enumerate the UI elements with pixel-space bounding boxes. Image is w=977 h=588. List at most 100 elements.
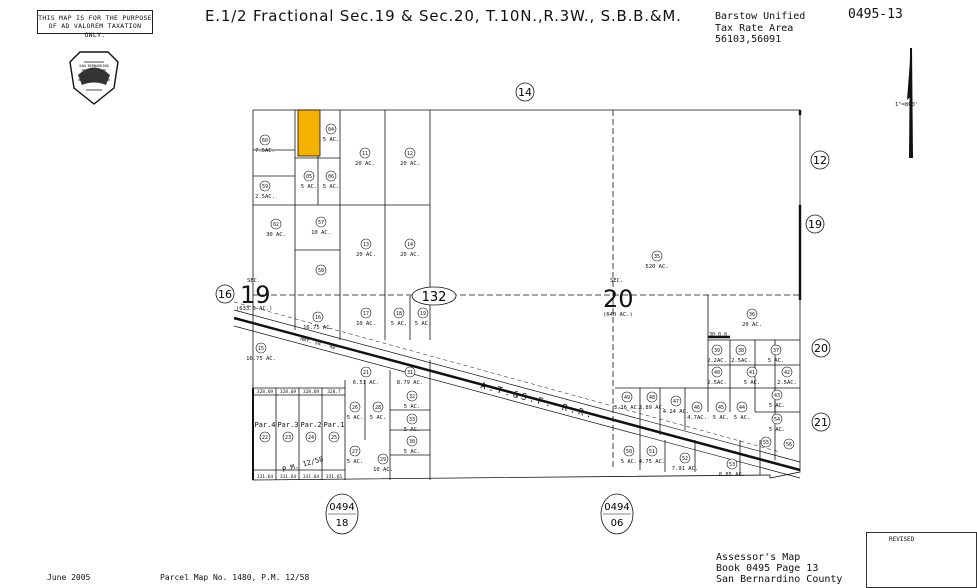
section-number: 19	[240, 281, 271, 309]
parcel-37[interactable]: 375 AC.	[768, 344, 785, 364]
parcel-60[interactable]: 607.5AC.	[255, 134, 275, 154]
parcel-47[interactable]: 474.24 AC.	[663, 395, 690, 415]
parcel-23[interactable]: 23	[282, 431, 294, 443]
parcel-number: 47	[673, 399, 679, 405]
parcel-55[interactable]: 55	[760, 436, 772, 448]
parcel-46[interactable]: 464.7AC.	[687, 401, 707, 421]
parcel-06[interactable]: 065 AC.	[323, 170, 340, 190]
parcel-acreage: 5 AC.	[404, 449, 421, 455]
parcel-30[interactable]: 305 AC.	[404, 435, 421, 455]
parcel-58[interactable]: 58	[315, 264, 327, 276]
parcel-acreage: 8.79 AC.	[397, 380, 424, 386]
parcel-21[interactable]: 216.51 AC.	[353, 366, 380, 386]
parcel-acreage: 5 AC.	[370, 415, 387, 421]
parcel-54[interactable]: 545 AC.	[769, 413, 786, 433]
parcel-acreage: 5 AC.	[323, 184, 340, 190]
parcel-acreage: 5 AC.	[347, 415, 364, 421]
section-boundaries	[252, 109, 802, 481]
parcel-number: 12	[407, 151, 413, 157]
parcel-32[interactable]: 325 AC.	[404, 390, 421, 410]
parcel-05[interactable]: 055 AC.	[301, 170, 318, 190]
adjacent-circle-label: 14	[518, 86, 532, 99]
parcel-acreage: 20 AC.	[742, 322, 762, 328]
parcel-number: 44	[739, 405, 745, 411]
parcel-number: 22	[262, 435, 268, 441]
parcel-39[interactable]: 392.2AC.	[707, 344, 727, 364]
adjacent-circle-label: 12	[813, 154, 827, 167]
adjacent-circle: 20	[811, 338, 831, 358]
railroad-right-of-way	[233, 301, 801, 479]
parcel-acreage: 30 AC.	[266, 232, 286, 238]
adjacent-circle: 14	[515, 82, 535, 102]
parcel-acreage: 7.91 AC.	[672, 466, 699, 472]
parcel-25[interactable]: 25	[328, 431, 340, 443]
parcel-number: 37	[773, 348, 779, 354]
parcel-acreage: 20 AC.	[400, 252, 420, 258]
parcel-22[interactable]: 22	[259, 431, 271, 443]
parcel-number: 46	[694, 405, 700, 411]
parcel-24[interactable]: 24	[305, 431, 317, 443]
parcel-26[interactable]: 265 AC.	[347, 401, 364, 421]
parcel-48[interactable]: 483.89 AC.	[639, 391, 666, 411]
parcel-59[interactable]: 592.5AC.	[255, 180, 275, 200]
parcel-41[interactable]: 415 AC.	[744, 366, 761, 386]
section-area: (640 AC.)	[603, 312, 633, 318]
parcel-number: 18	[396, 311, 402, 317]
highlighted-parcel[interactable]	[297, 109, 321, 157]
parcel-acreage: 5 AC.	[323, 137, 340, 143]
parcel-19[interactable]: 195 AC.	[415, 307, 432, 327]
parcel-31[interactable]: 318.79 AC.	[397, 366, 424, 386]
parcel-number: 54	[774, 417, 780, 423]
parcel-42[interactable]: 422.5AC.	[777, 366, 797, 386]
parcel-53[interactable]: 538.85 AC.	[719, 458, 746, 478]
parcel-acreage: 4.75 AC.	[639, 459, 666, 465]
parcel-27[interactable]: 275 AC.	[347, 445, 364, 465]
parcel-acreage: 5 AC.	[301, 184, 318, 190]
parcel-45[interactable]: 455 AC.	[713, 401, 730, 421]
parcel-acreage: 5 AC.	[734, 415, 751, 421]
parcel-44[interactable]: 44 5 AC.	[734, 401, 751, 421]
map-scale: 1"=800'	[895, 102, 918, 108]
parcel-number: 04	[328, 127, 334, 133]
parcel-number: 42	[784, 370, 790, 376]
parcel-40[interactable]: 402.5AC.	[707, 366, 727, 386]
parcel-acreage: 5 AC.	[621, 459, 638, 465]
parcel-number: 35	[654, 254, 660, 260]
parcel-04[interactable]: 04 5 AC.	[323, 123, 340, 143]
parcel-18[interactable]: 185 AC.	[391, 307, 408, 327]
parcel-38[interactable]: 382.5AC.	[731, 344, 751, 364]
parcel-50[interactable]: 505 AC.	[621, 445, 638, 465]
parcel-number: 48	[649, 395, 655, 401]
parcel-number: 56	[786, 442, 792, 448]
parcel-28[interactable]: 285 AC.	[370, 401, 387, 421]
parcel-number: 41	[749, 370, 755, 376]
parcel-51[interactable]: 514.75 AC.	[639, 445, 666, 465]
parcel-33[interactable]: 335 AC.	[404, 413, 421, 433]
parcel-52[interactable]: 52 7.91 AC.	[672, 452, 699, 472]
parcel-map-reference: Parcel Map No. 1480, P.M. 12/58	[160, 573, 310, 582]
railroad-label: A.T.&S.F. R.R.	[479, 381, 595, 421]
par-label: Par.1	[323, 421, 344, 429]
parcel-number: 52	[682, 456, 688, 462]
parcel-56[interactable]: 56	[783, 438, 795, 450]
parcel-43[interactable]: 435 AC.	[769, 389, 786, 409]
parcel-49[interactable]: 493.16 AC.	[614, 391, 641, 411]
adjacent-circle: 12	[810, 150, 830, 170]
